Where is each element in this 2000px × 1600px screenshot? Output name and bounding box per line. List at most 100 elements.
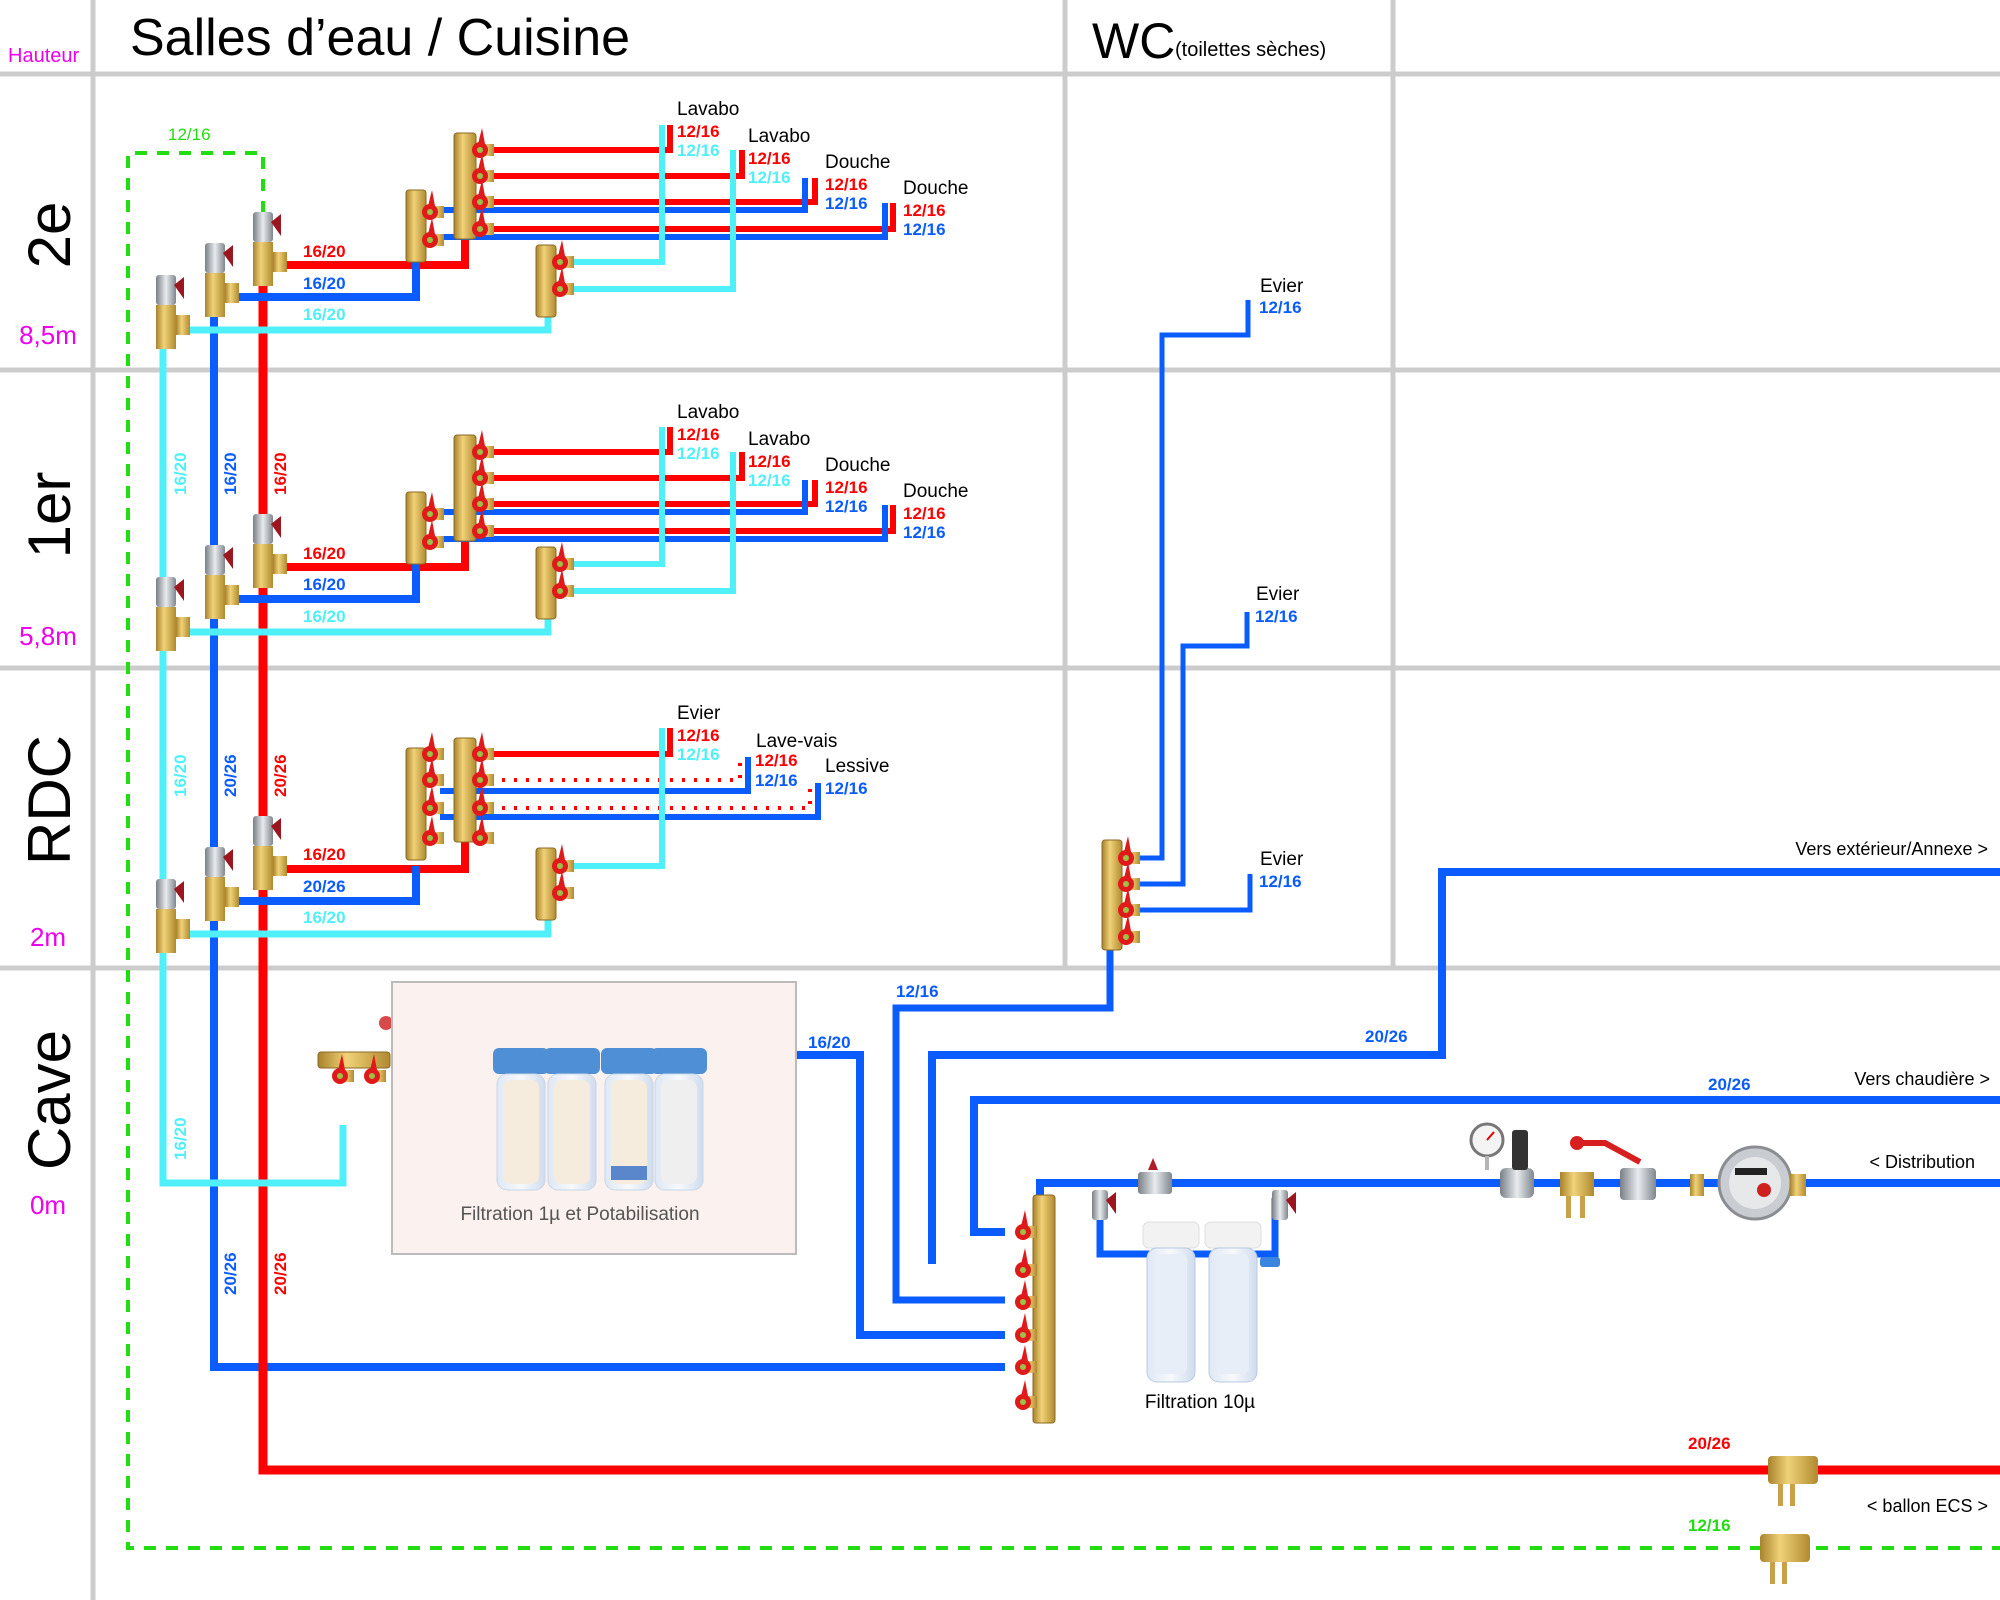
cyan-manifold-valve[interactable] xyxy=(552,844,574,874)
cyan-manifold-valve[interactable] xyxy=(552,542,574,572)
main-manifold-valve[interactable] xyxy=(1015,1280,1037,1310)
outlet-hot-1er-4: 12/16 xyxy=(903,504,946,523)
hot-manifold-valve[interactable] xyxy=(472,816,494,846)
hot-manifold-rdc xyxy=(453,737,477,843)
floor-label-1er: 1er xyxy=(16,472,83,559)
hot-outlet-1er-4 xyxy=(490,505,896,534)
hot-manifold-valve[interactable] xyxy=(472,128,494,158)
cave-cyan-valve[interactable] xyxy=(364,1054,386,1084)
cold-manifold-valve[interactable] xyxy=(422,786,444,816)
filtration-1-unit[interactable]: Filtration 1µ et Potabilisation xyxy=(391,981,797,1255)
outlet-name-1er-2: Lavabo xyxy=(748,429,810,450)
main-manifold-valve[interactable] xyxy=(1015,1313,1037,1343)
riser-cyan-1er-rdc: 16/20 xyxy=(171,754,190,797)
main-ball-valve-icon[interactable] xyxy=(1570,1136,1656,1200)
riser-hot-1er-rdc: 20/26 xyxy=(271,754,290,797)
wc-outlet-name-3: Evier xyxy=(1260,849,1304,870)
cold-manifold-valve[interactable] xyxy=(422,190,444,220)
cyan-riser-valve-rdc[interactable] xyxy=(156,879,190,953)
cold-manifold-valve[interactable] xyxy=(422,492,444,522)
wc-manifold-valve[interactable] xyxy=(1118,888,1140,918)
hot-manifold-valve[interactable] xyxy=(472,154,494,184)
cold-manifold-valve[interactable] xyxy=(422,732,444,762)
cyan-riser-valve-1er[interactable] xyxy=(156,577,190,651)
outlet-name-1er-3: Douche xyxy=(825,455,891,476)
cyan-manifold-valve[interactable] xyxy=(552,267,574,297)
hot-outlet-rdc-2 xyxy=(490,757,742,782)
hot-riser-valve-1er[interactable] xyxy=(253,514,287,588)
hot-manifold-valve[interactable] xyxy=(472,180,494,210)
cold-manifold-valve[interactable] xyxy=(422,758,444,788)
hot-manifold-valve[interactable] xyxy=(472,509,494,539)
outlet-hot-1er-2: 12/16 xyxy=(748,452,791,471)
hot-manifold-valve[interactable] xyxy=(472,207,494,237)
hot-manifold-valve[interactable] xyxy=(472,758,494,788)
hot-manifold-valve[interactable] xyxy=(472,430,494,460)
cold-branch-2e xyxy=(225,262,420,301)
ecs-label: < ballon ECS > xyxy=(1867,1496,1988,1516)
hot-manifold-valve[interactable] xyxy=(472,456,494,486)
cold-riser-valve-1er[interactable] xyxy=(205,545,239,619)
outlet-name-rdc-3: Lessive xyxy=(825,756,889,777)
cold-branch-rdc xyxy=(225,866,420,905)
cyan-manifold-valve[interactable] xyxy=(552,871,574,901)
filtration-1-label: Filtration 1µ et Potabilisation xyxy=(460,1204,699,1225)
filter2-outlet-valve[interactable] xyxy=(1272,1190,1296,1220)
distribution-pipe xyxy=(1036,1179,2000,1195)
hot-manifold-1er xyxy=(453,434,477,542)
cold-manifold-valve[interactable] xyxy=(422,520,444,550)
hot-outlet-1er-2 xyxy=(490,452,745,481)
chaudiere-destination-label: Vers chaudière > xyxy=(1854,1069,1990,1089)
outlet-cold-2e-3: 12/16 xyxy=(825,194,868,213)
floor-label-cave: Cave xyxy=(16,1030,83,1170)
check-valve-tap-icon xyxy=(1560,1172,1594,1218)
distribution-label: < Distribution xyxy=(1869,1152,1975,1172)
hot-manifold-2e xyxy=(453,132,477,240)
wc-outlet-name-2: Evier xyxy=(1256,584,1300,605)
cold-riser-valve-2e[interactable] xyxy=(205,243,239,317)
cave-cyan-valve[interactable] xyxy=(332,1054,354,1084)
feed-cold-rdc: 20/26 xyxy=(303,877,346,896)
cold-manifold-1er xyxy=(405,491,427,565)
outlet-name-2e-2: Lavabo xyxy=(748,126,810,147)
filter2-bypass-valve[interactable] xyxy=(1138,1158,1172,1194)
cyan-manifold-rdc xyxy=(535,847,557,921)
water-meter-icon xyxy=(1690,1145,1806,1221)
hot-branch-1er xyxy=(275,540,469,571)
wc-manifold-valve[interactable] xyxy=(1118,862,1140,892)
cyan-manifold-valve[interactable] xyxy=(552,569,574,599)
cold-manifold-valve[interactable] xyxy=(422,816,444,846)
filter2-inlet-valve[interactable] xyxy=(1092,1190,1116,1220)
floor-height-cave: 0m xyxy=(30,1190,66,1220)
cyan-manifold-valve[interactable] xyxy=(552,240,574,270)
outlet-hot-1er-3: 12/16 xyxy=(825,478,868,497)
cyan-riser-valve-2e[interactable] xyxy=(156,275,190,349)
ecs-tap-fitting-icon xyxy=(1760,1534,1810,1584)
water-entry-equipment xyxy=(1469,1122,1806,1221)
pressure-gauge-icon xyxy=(1469,1122,1505,1170)
cold-manifold-valve[interactable] xyxy=(422,218,444,248)
cold-riser-valve-rdc[interactable] xyxy=(205,847,239,921)
fittings-layer xyxy=(156,128,1818,1584)
main-manifold-valve[interactable] xyxy=(1015,1248,1037,1278)
filtration-10-unit[interactable]: Filtration 10µ xyxy=(1142,1221,1280,1413)
hot-riser-valve-rdc[interactable] xyxy=(253,816,287,890)
hot-outlet-rdc-1 xyxy=(490,728,673,757)
chaudiere-pipe-size: 20/26 xyxy=(1708,1075,1751,1094)
main-manifold-valve[interactable] xyxy=(1015,1380,1037,1410)
outlet-hot-2e-3: 12/16 xyxy=(825,175,868,194)
cyan-branch-1er xyxy=(175,607,552,636)
hot-manifold-valve[interactable] xyxy=(472,482,494,512)
hot-manifold-valve[interactable] xyxy=(472,732,494,762)
wc-manifold-valve[interactable] xyxy=(1118,915,1140,945)
cyan-branch-2e xyxy=(175,305,552,334)
wc-manifold-valve[interactable] xyxy=(1118,836,1140,866)
hot-manifold-valve[interactable] xyxy=(472,786,494,816)
cold-outlet-1er-3 xyxy=(440,480,808,515)
cold-branch-1er xyxy=(225,564,420,603)
main-manifold-valve[interactable] xyxy=(1015,1210,1037,1240)
main-manifold-valve[interactable] xyxy=(1015,1345,1037,1375)
hot-riser-valve-2e[interactable] xyxy=(253,212,287,286)
riser-hot-cave: 20/26 xyxy=(271,1252,290,1295)
